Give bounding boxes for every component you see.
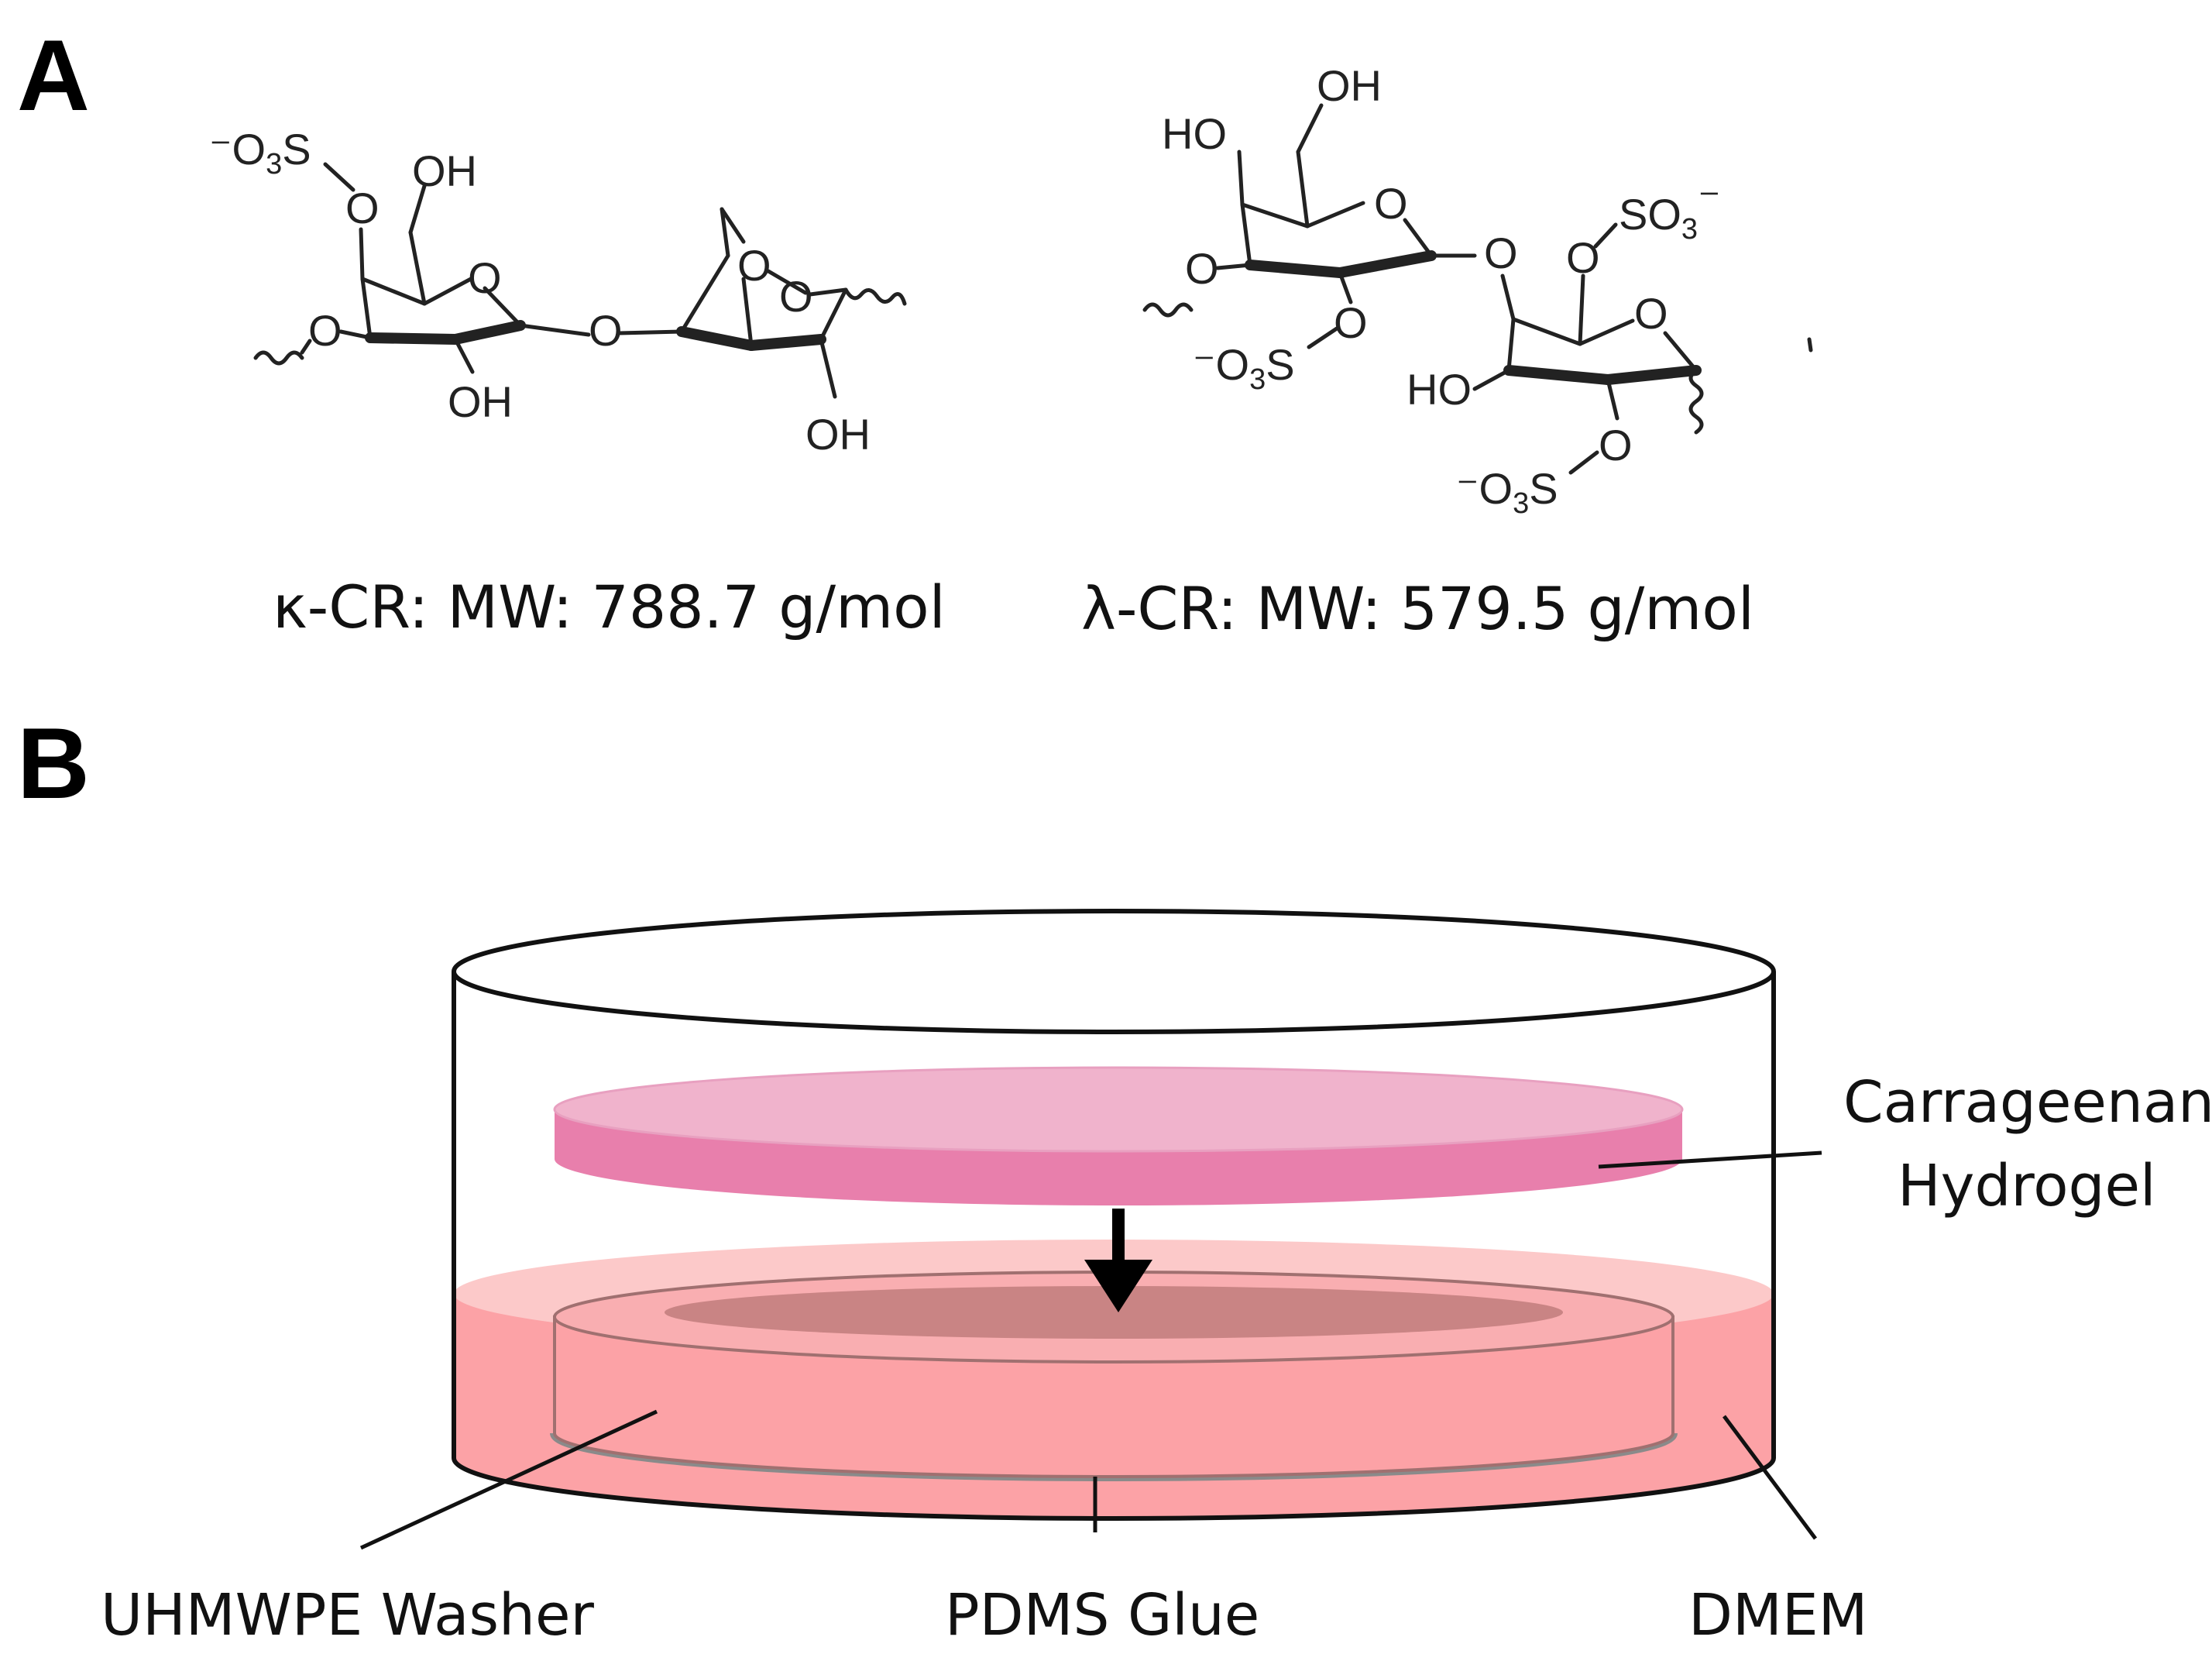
lambda-o-glycosidic: O (1484, 229, 1518, 277)
dmem-label: DMEM (1688, 1582, 1867, 1649)
kappa-o-sulfate: O (345, 184, 380, 232)
kappa-oh-bottom: OH (448, 377, 513, 426)
washer-leader-line (359, 1409, 658, 1550)
lambda-o-left: O (1185, 244, 1219, 293)
lambda-o-sulfate2: O (1566, 233, 1600, 282)
lambda-so3: SO3⁻ (1619, 176, 1721, 246)
placement-arrow-head (1084, 1260, 1152, 1312)
uhmwpe-washer-hole (665, 1286, 1563, 1339)
kappa-o-left: O (308, 306, 342, 355)
lambda-o-ring2: O (1634, 289, 1668, 338)
lambda-ho-top: HO (1162, 109, 1227, 158)
hydrogel-label-line1: Carrageenan (1843, 1069, 2212, 1136)
lambda-o3s-bot: ⁻O3S (1456, 464, 1558, 520)
kappa-o3s: ⁻O3S (209, 125, 311, 181)
kappa-o-glycosidic: O (589, 306, 623, 355)
glue-label: PDMS Glue (945, 1582, 1259, 1649)
lambda-o-ring1: O (1374, 179, 1408, 228)
lambda-mw-label: λ-CR: MW: 579.5 g/mol (1081, 574, 1754, 643)
washer-label: UHMWPE Washer (101, 1582, 594, 1649)
kappa-o-ring2: O (779, 272, 813, 321)
panel-b-letter: B (17, 707, 90, 820)
hydrogel-test-setup (452, 909, 1776, 1521)
lambda-ho-mid: HO (1407, 365, 1472, 414)
kappa-oh-right: OH (805, 410, 871, 459)
kappa-oh-top: OH (412, 146, 477, 195)
kappa-mw-label: κ-CR: MW: 788.7 g/mol (273, 573, 946, 641)
container-outline (452, 971, 1776, 1521)
lambda-o3s-mid: ⁻O3S (1193, 340, 1295, 396)
lambda-oh-top: OH (1317, 61, 1382, 110)
panel-a-letter: A (17, 19, 90, 132)
hydrogel-leader-line (1598, 1150, 1822, 1169)
kappa-carrageenan-structure: O O O ⁻O3S OH OH O O O (209, 125, 907, 459)
lambda-carrageenan-structure: O O HO OH O ⁻O3S O O O (1142, 61, 1813, 520)
kappa-o-ring1: O (468, 253, 502, 302)
lambda-o-sulfate1: O (1334, 298, 1368, 347)
hydrogel-label-line2: Hydrogel (1898, 1153, 2156, 1219)
container-rim (452, 909, 1776, 1034)
carrageenan-hydrogel-top (553, 1066, 1684, 1153)
dmem-leader-line (1722, 1415, 1818, 1540)
lambda-o-sulfate3: O (1599, 421, 1633, 469)
